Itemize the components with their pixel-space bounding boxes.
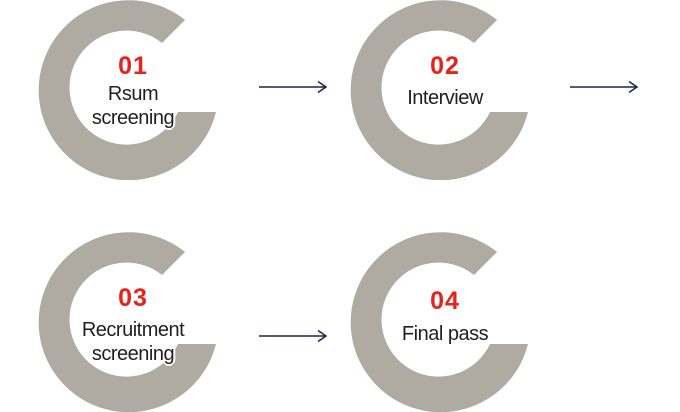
arrow-right-icon bbox=[570, 81, 639, 93]
step-label-line: Interview bbox=[407, 87, 483, 109]
step-label-line: Final pass bbox=[401, 323, 489, 345]
step-label: Rsum screening bbox=[38, 82, 228, 130]
step-label: Recruitment screening bbox=[38, 318, 228, 366]
arrow-right-icon bbox=[259, 81, 328, 93]
step-label-line: Recruitment bbox=[81, 319, 185, 341]
step-number: 01 bbox=[118, 52, 148, 80]
step-number: 03 bbox=[118, 284, 148, 312]
step-label-line: Rsum bbox=[107, 83, 159, 105]
step-3: 03 Recruitment screening bbox=[38, 232, 228, 412]
step-number: 04 bbox=[430, 287, 460, 315]
step-4: 04 Final pass bbox=[350, 232, 540, 412]
step-label-line: screening bbox=[91, 107, 175, 129]
step-label-line: screening bbox=[91, 343, 175, 365]
step-label: Interview bbox=[350, 86, 540, 110]
step-label: Final pass bbox=[350, 322, 540, 346]
arrow-right-icon bbox=[259, 330, 328, 342]
step-1: 01 Rsum screening bbox=[38, 0, 228, 180]
step-number: 02 bbox=[430, 52, 460, 80]
step-2: 02 Interview bbox=[350, 0, 540, 180]
